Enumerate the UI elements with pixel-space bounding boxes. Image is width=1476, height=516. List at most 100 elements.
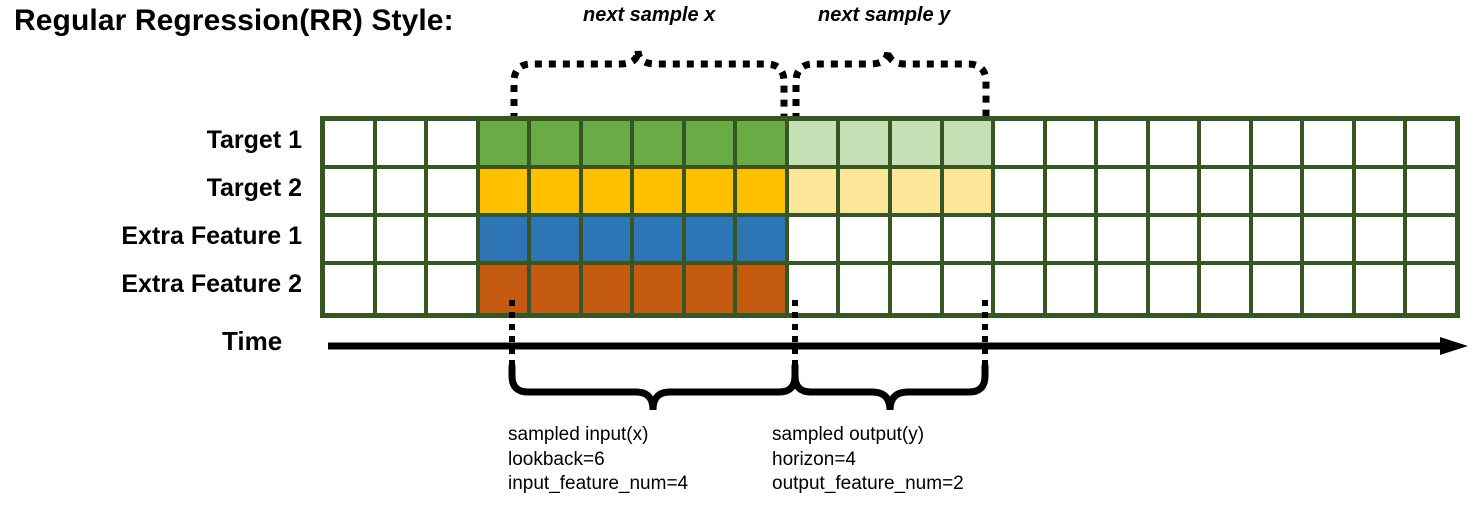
grid-cell-output xyxy=(892,169,944,217)
next-sample-y-label: next sample y xyxy=(818,4,951,26)
grid-cell-empty xyxy=(1304,217,1356,265)
grid-cell-empty xyxy=(376,217,429,265)
grid-cell-empty xyxy=(1407,217,1456,265)
grid-cell-empty xyxy=(325,121,377,169)
grid-cell-empty xyxy=(943,217,996,265)
grid-cell-input xyxy=(582,169,635,217)
caption-right-line-1: sampled output(y) xyxy=(772,424,925,445)
grid-cell-input xyxy=(582,121,635,169)
grid-cell-empty xyxy=(1304,121,1356,169)
grid-cell-empty xyxy=(995,265,1047,313)
grid-cell-empty xyxy=(1304,169,1356,217)
grid-cell-empty xyxy=(892,265,944,313)
top-dotted-braces xyxy=(510,49,990,120)
grid-cell-output xyxy=(788,121,841,169)
grid-cell-empty xyxy=(1046,169,1099,217)
grid-cell-output xyxy=(840,169,893,217)
grid-cell-empty xyxy=(1252,217,1305,265)
grid-cell-output xyxy=(788,169,841,217)
page-title: Regular Regression(RR) Style: xyxy=(14,4,454,37)
grid-cell-input xyxy=(634,169,686,217)
grid-cell-empty xyxy=(1201,265,1253,313)
grid-cell-input xyxy=(531,217,583,265)
grid-cell-input xyxy=(737,217,789,265)
grid-cell-empty xyxy=(428,121,480,169)
grid-cell-input xyxy=(479,265,532,313)
grid-cell-input xyxy=(582,217,635,265)
grid-cell-empty xyxy=(1252,121,1305,169)
grid-cell-empty xyxy=(995,121,1047,169)
grid-cell-input xyxy=(531,265,583,313)
grid-cell-empty xyxy=(428,169,480,217)
grid-cell-output xyxy=(943,121,996,169)
grid-cell-empty xyxy=(1355,121,1408,169)
grid-cell-input xyxy=(634,217,686,265)
grid-cell-empty xyxy=(1098,265,1150,313)
grid-cell-input xyxy=(685,121,738,169)
grid-cell-empty xyxy=(1407,121,1456,169)
time-axis-label: Time xyxy=(222,326,283,356)
grid-cell-empty xyxy=(1149,265,1202,313)
grid-cell-input xyxy=(737,169,789,217)
grid-cell-empty xyxy=(1201,169,1253,217)
caption-left-line-3: input_feature_num=4 xyxy=(508,473,689,495)
grid-cell-input xyxy=(531,121,583,169)
grid-cell-input xyxy=(582,265,635,313)
time-axis-arrow xyxy=(328,337,1468,355)
grid-cell-empty xyxy=(376,169,429,217)
grid-row xyxy=(325,169,1456,217)
grid-cell-empty xyxy=(840,265,893,313)
grid-cell-output xyxy=(892,121,944,169)
grid-cell-input xyxy=(479,121,532,169)
grid-cell-empty xyxy=(1407,169,1456,217)
grid-cell-input xyxy=(634,265,686,313)
grid-cell-input xyxy=(479,169,532,217)
grid-cell-input xyxy=(531,169,583,217)
grid-cell-output xyxy=(840,121,893,169)
grid-cell-empty xyxy=(892,217,944,265)
grid-cell-empty xyxy=(1355,217,1408,265)
grid-cell-empty xyxy=(325,265,377,313)
grid-cell-empty xyxy=(376,265,429,313)
grid-cell-empty xyxy=(1355,169,1408,217)
grid-cell-empty xyxy=(1098,121,1150,169)
grid-cell-empty xyxy=(788,217,841,265)
grid-cell-empty xyxy=(995,217,1047,265)
grid-cell-empty xyxy=(1304,265,1356,313)
grid-cell-empty xyxy=(1149,217,1202,265)
grid-cell-empty xyxy=(1046,217,1099,265)
grid-cell-empty xyxy=(325,169,377,217)
row-label-column: Target 1 Target 2 Extra Feature 1 Extra … xyxy=(0,116,310,308)
grid-cell-empty xyxy=(1355,265,1408,313)
grid-cell-output xyxy=(943,169,996,217)
grid-cell-empty xyxy=(428,217,480,265)
caption-left-line-2: lookback=6 xyxy=(508,448,605,470)
grid-cell-empty xyxy=(1098,217,1150,265)
timeseries-grid xyxy=(320,116,1460,318)
grid-cell-empty xyxy=(428,265,480,313)
caption-right-line-2: horizon=4 xyxy=(772,448,856,470)
grid-row xyxy=(325,265,1456,313)
grid-cell-empty xyxy=(840,217,893,265)
next-sample-x-label: next sample x xyxy=(583,4,716,26)
grid-row xyxy=(325,121,1456,169)
row-label-extra-feature-2: Extra Feature 2 xyxy=(121,270,302,298)
grid-cell-empty xyxy=(325,217,377,265)
grid-cell-input xyxy=(685,217,738,265)
grid-cell-input xyxy=(737,121,789,169)
grid-cell-input xyxy=(685,169,738,217)
grid-cell-empty xyxy=(1252,265,1305,313)
row-label-target-1: Target 1 xyxy=(206,126,302,154)
caption-right-line-3: output_feature_num=2 xyxy=(772,473,964,495)
caption-sampled-output: sampled output(y) horizon=4 output_featu… xyxy=(772,423,964,497)
grid-cell-empty xyxy=(1149,121,1202,169)
bottom-braces xyxy=(508,300,989,411)
grid-cell-input xyxy=(737,265,789,313)
caption-left-line-1: sampled input(x) xyxy=(508,424,649,445)
grid-row xyxy=(325,217,1456,265)
grid-cell-empty xyxy=(1201,217,1253,265)
row-label-target-2: Target 2 xyxy=(206,174,302,202)
grid-cell-empty xyxy=(1201,121,1253,169)
grid-cell-empty xyxy=(1407,265,1456,313)
grid-cell-empty xyxy=(376,121,429,169)
